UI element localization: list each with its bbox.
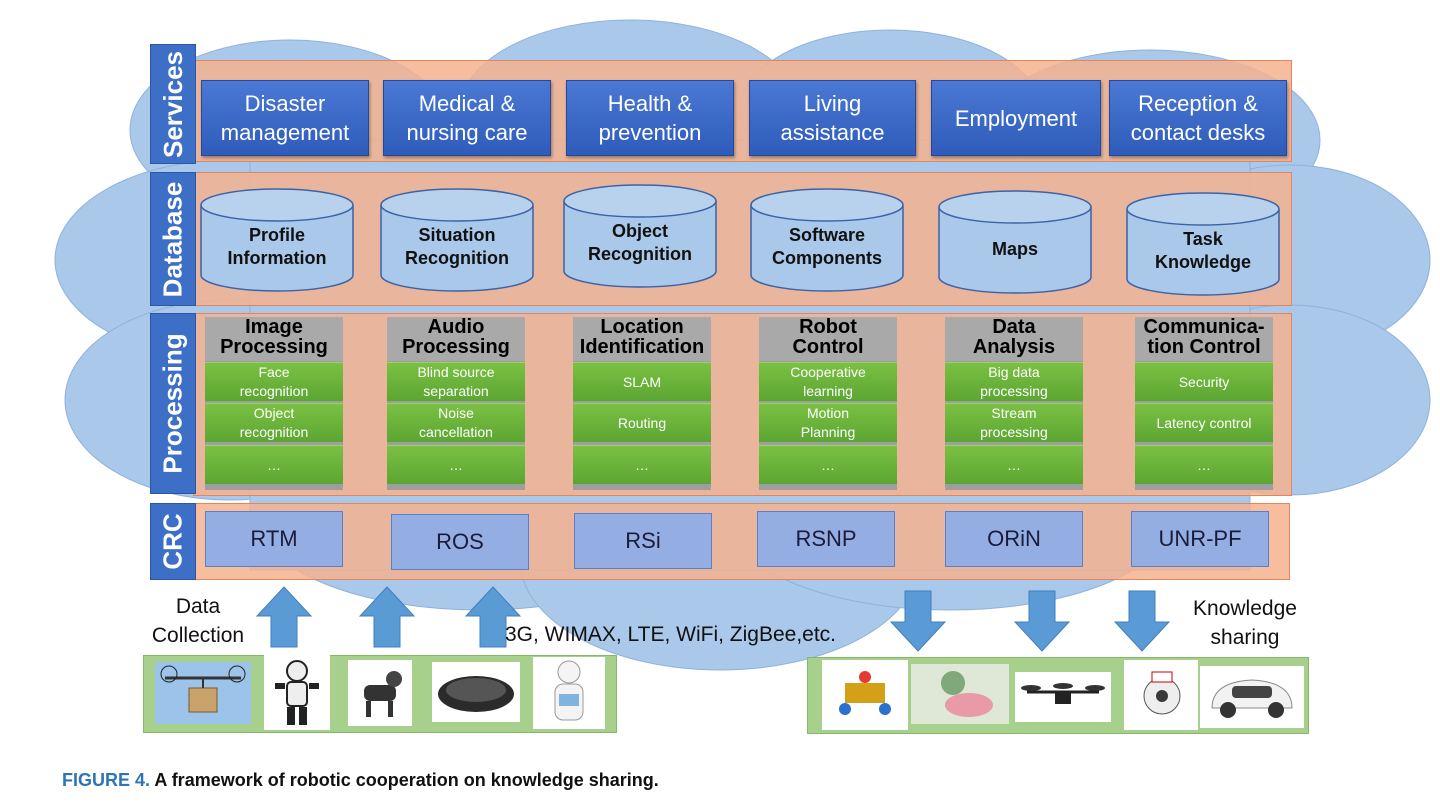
arrow-up-icon <box>256 586 312 648</box>
processing-item: … <box>1135 445 1273 484</box>
service-disaster-management: Disaster management <box>201 80 369 156</box>
humanoid-robot-icon <box>264 655 330 730</box>
database-label: Profile Information <box>227 225 327 268</box>
service-employment: Employment <box>931 80 1101 156</box>
service-health-prevention: Health & prevention <box>566 80 734 156</box>
processing-title: Location Identification <box>573 317 711 361</box>
robot-vacuum-icon <box>432 662 520 722</box>
crc-rtm: RTM <box>205 511 343 567</box>
crc-unr-pf: UNR-PF <box>1131 511 1269 567</box>
processing-item: … <box>759 445 897 484</box>
processing-item: Face recognition <box>205 362 343 401</box>
service-medical-nursing-care: Medical & nursing care <box>383 80 551 156</box>
processing-title: Audio Processing <box>387 317 525 361</box>
database-label: Maps <box>991 239 1038 259</box>
processing-robot-control: Robot Control Cooperative learning Motio… <box>759 317 897 490</box>
processing-item: Big data processing <box>945 362 1083 401</box>
processing-item: Latency control <box>1135 403 1273 442</box>
database-label: Task Knowledge <box>1154 229 1251 272</box>
processing-location: Location Identification SLAM Routing … <box>573 317 711 490</box>
arrow-up-icon <box>359 586 415 648</box>
database-task-knowledge: Task Knowledge <box>1126 192 1280 296</box>
database-situation-recognition: Situation Recognition <box>380 188 534 292</box>
processing-item: … <box>387 445 525 484</box>
database-label: Situation Recognition <box>405 225 509 268</box>
service-living-assistance: Living assistance <box>749 80 916 156</box>
hexacopter-drone-icon <box>1015 672 1111 722</box>
nurse-robot-icon <box>1124 660 1198 730</box>
processing-title: Data Analysis <box>945 317 1083 361</box>
arrow-down-icon <box>1114 590 1170 652</box>
processing-band <box>193 313 1292 496</box>
processing-side-label: Processing <box>150 313 196 494</box>
database-label: Object Recognition <box>588 221 692 264</box>
processing-audio: Audio Processing Blind source separation… <box>387 317 525 490</box>
figure-number: FIGURE 4. <box>62 770 151 790</box>
crc-side-label: CRC <box>150 503 196 580</box>
services-band <box>193 60 1292 162</box>
database-label: Software Components <box>772 225 882 268</box>
figure-caption-text: A framework of robotic cooperation on kn… <box>154 770 659 790</box>
processing-image: Image Processing Face recognition Object… <box>205 317 343 490</box>
database-object-recognition: Object Recognition <box>563 184 717 288</box>
drone-delivery-icon <box>155 662 251 724</box>
processing-item: Object recognition <box>205 403 343 442</box>
processing-item: Motion Planning <box>759 403 897 442</box>
data-collection-label: Data Collection <box>151 595 245 647</box>
care-robot-icon <box>911 664 1009 724</box>
processing-title: Image Processing <box>205 317 343 361</box>
processing-item: Noise cancellation <box>387 403 525 442</box>
database-maps: Maps <box>938 190 1092 294</box>
arrow-down-icon <box>1014 590 1070 652</box>
robot-kit-icon <box>822 660 908 730</box>
processing-item: … <box>205 445 343 484</box>
self-driving-car-icon <box>1200 666 1304 728</box>
processing-item: SLAM <box>573 362 711 401</box>
crc-band <box>193 503 1290 580</box>
arrow-down-icon <box>890 590 946 652</box>
processing-title: Communica- tion Control <box>1135 317 1273 361</box>
networks-label: 3G, WIMAX, LTE, WiFi, ZigBee,etc. <box>505 623 837 646</box>
processing-item: Stream processing <box>945 403 1083 442</box>
database-band <box>193 172 1292 306</box>
processing-item: Cooperative learning <box>759 362 897 401</box>
crc-ros: ROS <box>391 514 529 570</box>
services-side-label: Services <box>150 44 196 164</box>
processing-title: Robot Control <box>759 317 897 361</box>
processing-communication-control: Communica- tion Control Security Latency… <box>1135 317 1273 490</box>
processing-item: Routing <box>573 403 711 442</box>
crc-orin: ORiN <box>945 511 1083 567</box>
database-software-components: Software Components <box>750 188 904 292</box>
service-reception-contact-desks: Reception & contact desks <box>1109 80 1287 156</box>
robot-dog-icon <box>348 660 412 726</box>
crc-rsi: RSi <box>574 513 712 569</box>
database-side-label: Database <box>150 172 196 306</box>
processing-data-analysis: Data Analysis Big data processing Stream… <box>945 317 1083 490</box>
processing-item: Blind source separation <box>387 362 525 401</box>
arrow-up-icon <box>465 586 521 648</box>
processing-item: … <box>573 445 711 484</box>
pepper-robot-icon <box>533 657 605 729</box>
database-profile-information: Profile Information <box>200 188 354 292</box>
crc-rsnp: RSNP <box>757 511 895 567</box>
processing-item: Security <box>1135 362 1273 401</box>
processing-item: … <box>945 445 1083 484</box>
figure-caption: FIGURE 4. A framework of robotic coopera… <box>62 770 659 791</box>
knowledge-sharing-label: Knowledge sharing <box>1193 597 1297 649</box>
